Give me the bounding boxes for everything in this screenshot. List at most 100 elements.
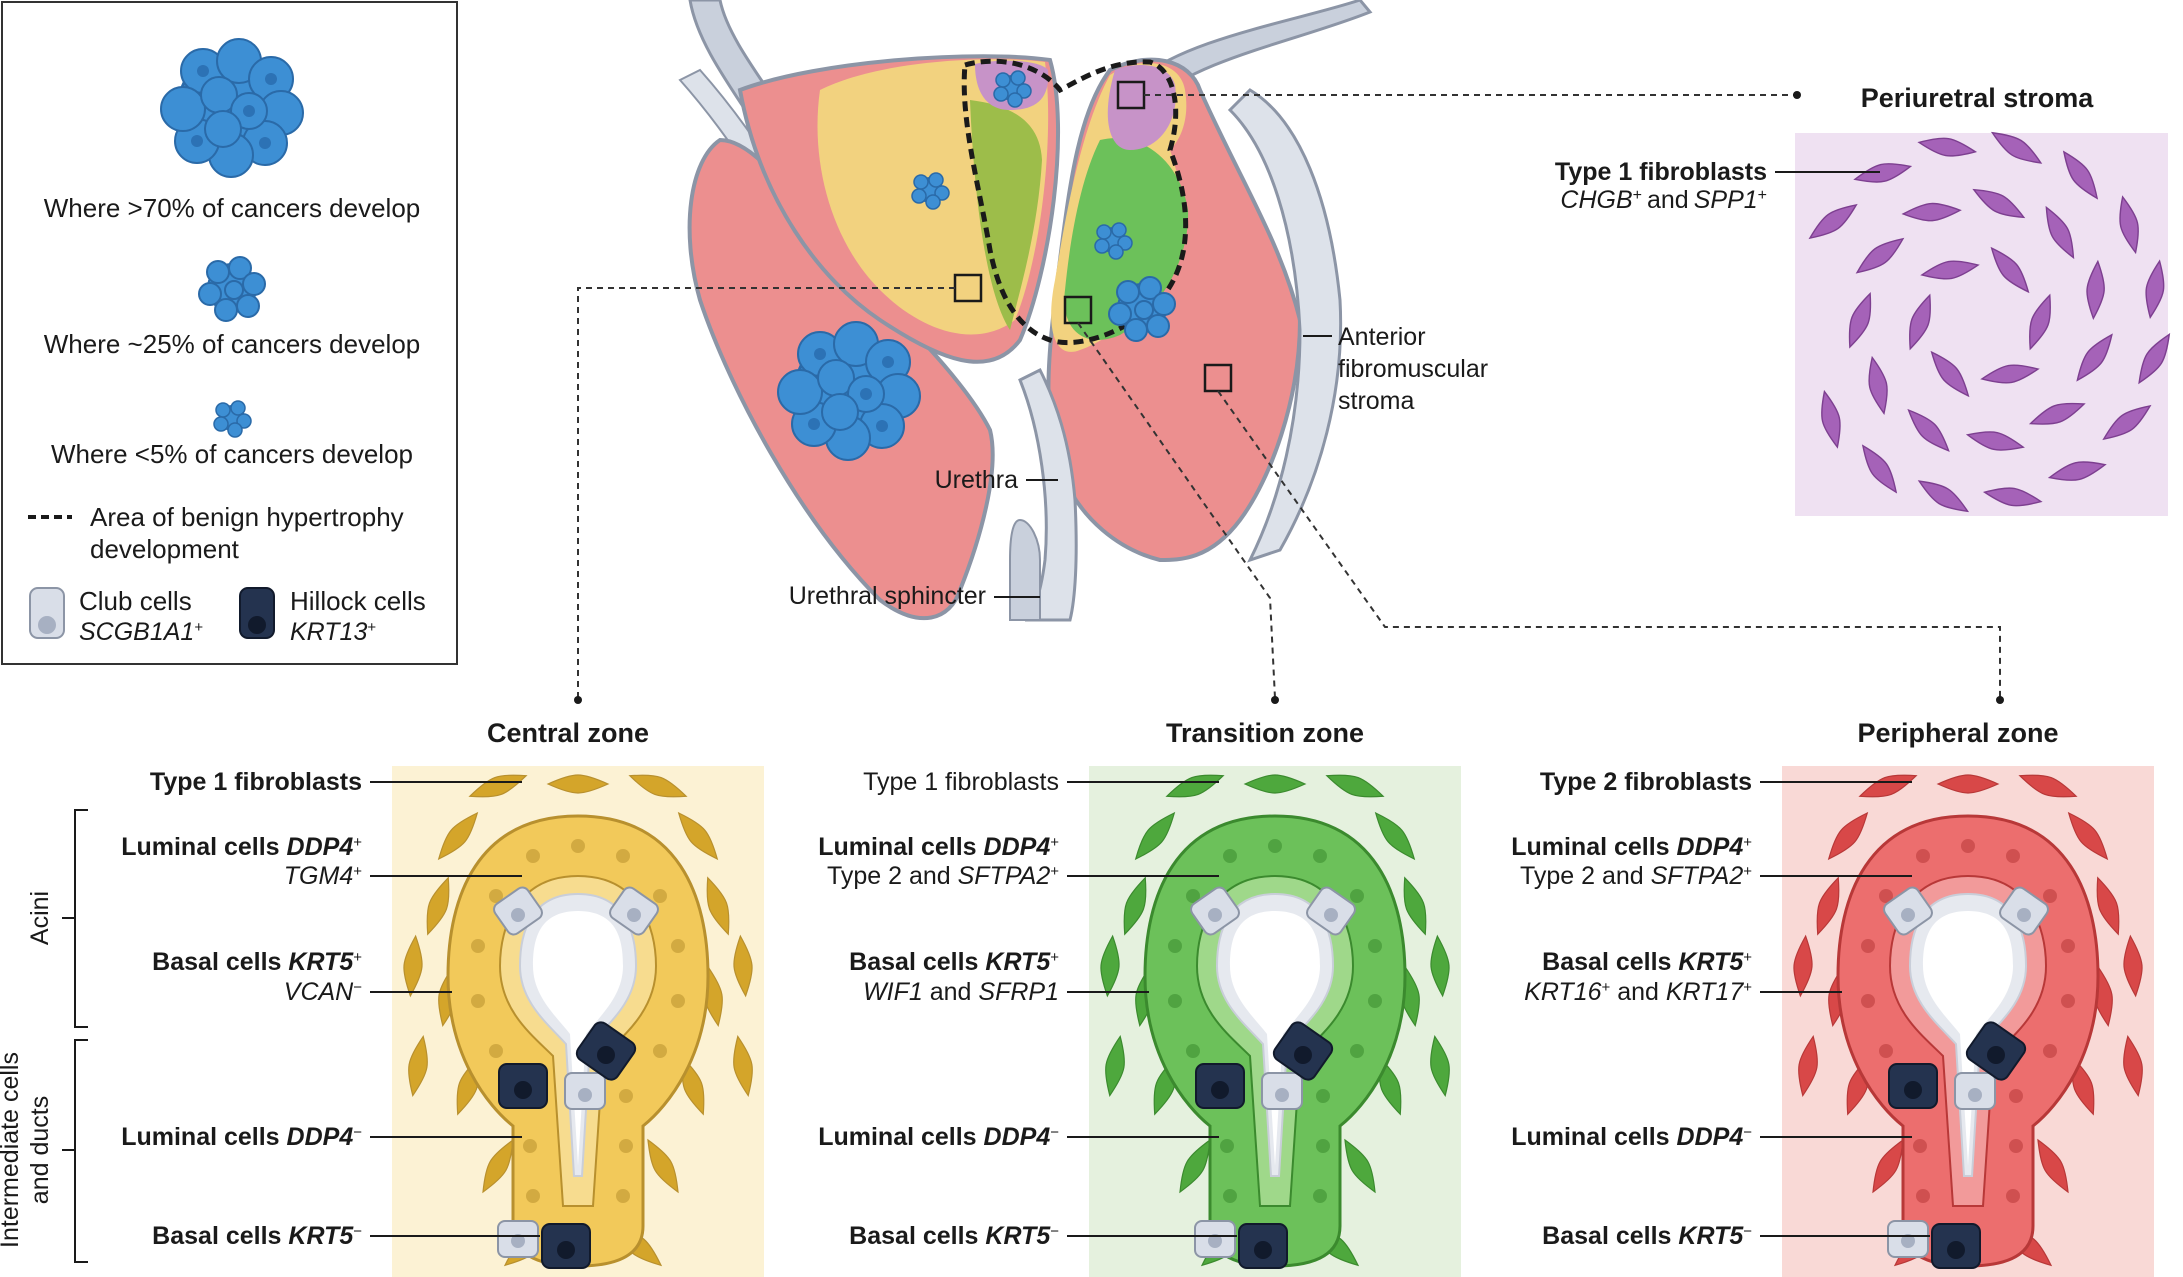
zone-label-6-part-1	[1671, 1222, 1678, 1250]
nucleus	[1313, 849, 1327, 863]
bph-outline	[961, 58, 1189, 346]
zone-label-3-part-0: Basal cells	[849, 948, 978, 976]
marker-spp1: SPP1	[1694, 186, 1758, 214]
nucleus	[1350, 889, 1364, 903]
nucleus	[616, 849, 630, 863]
zone-label-4-part-3: SFRP1	[978, 978, 1059, 1006]
legend-club-marker-part-0: SCGB1A1	[79, 618, 194, 646]
zone-label-5-part-0: Luminal cells	[818, 1123, 976, 1151]
zone-label-6-part-0: Basal cells	[1542, 1222, 1671, 1250]
legend-club-name: Club cells	[79, 586, 192, 616]
nucleus	[2006, 1189, 2020, 1203]
zone-label-5-part-3: −	[353, 1124, 362, 1141]
zone-label-4-part-1: −	[353, 979, 362, 996]
zone-label-6-part-2: KRT5	[985, 1222, 1051, 1250]
ducts-label-2: and ducts	[26, 1096, 54, 1204]
zone-label-1-part-3: +	[1743, 834, 1752, 851]
zone-label-1-part-0: Luminal cells	[818, 833, 976, 861]
nucleus	[2006, 849, 2020, 863]
nucleus	[523, 1139, 537, 1153]
nucleus	[1168, 994, 1182, 1008]
zone-label-4-part-0: KRT16	[1524, 978, 1601, 1006]
zone-label-6-part-2: KRT5	[1678, 1222, 1744, 1250]
zone-label-1-part-1	[280, 833, 287, 861]
nucleus	[1350, 1044, 1364, 1058]
zone-label-5-part-2: DDP4	[984, 1123, 1051, 1151]
urethral-sphincter	[1009, 518, 1041, 621]
zone-label-0: Type 2 fibroblasts	[1540, 768, 1752, 796]
zone-label-3-part-3: +	[1743, 949, 1752, 966]
zone-label-2-part-2: +	[353, 863, 362, 880]
zone-title-part-0: Transition zone	[1166, 718, 1364, 748]
anterior-label-3: stroma	[1338, 387, 1415, 415]
nucleus	[1316, 1089, 1330, 1103]
sup1: +	[1633, 187, 1642, 204]
sup2: +	[1758, 187, 1767, 204]
zone-label-5-part-1	[1670, 1123, 1677, 1151]
nucleus	[1861, 994, 1875, 1008]
legend-club-name-part-0: Club cells	[79, 586, 192, 616]
acini-label: Acini	[26, 891, 54, 945]
zone-label-5-part-0: Luminal cells	[1511, 1123, 1669, 1151]
legend-hillock-name-part-0: Hillock cells	[290, 586, 426, 616]
nucleus	[1961, 839, 1975, 853]
duct	[400, 766, 758, 1273]
zone-label-3: Basal cells KRT5+	[849, 948, 1059, 976]
zone-label-2: Type 2 and SFTPA2+	[827, 862, 1059, 890]
nucleus	[1316, 1139, 1330, 1153]
legend-gt70: Where >70% of cancers develop	[44, 193, 421, 223]
zone-label-5: Luminal cells DDP4−	[1511, 1123, 1752, 1151]
zone-label-2-part-0: Type 2 and	[827, 862, 958, 890]
zone-label-5: Luminal cells DDP4−	[818, 1123, 1059, 1151]
zone-title-part-0: Peripheral zone	[1857, 718, 2058, 748]
zone-label-6: Basal cells KRT5−	[849, 1222, 1059, 1250]
zone-label-4-part-2: and	[923, 978, 979, 1006]
zone-label-1-part-0: Luminal cells	[121, 833, 279, 861]
zone-title-part-0: Central zone	[487, 718, 649, 748]
zone-label-1-part-1	[977, 833, 984, 861]
zone-label-3: Basal cells KRT5+	[1542, 948, 1752, 976]
urethra-label: Urethra	[935, 466, 1018, 494]
zone-label-6-part-3: −	[1743, 1223, 1752, 1240]
legend-hillock-marker-part-1: +	[367, 619, 376, 636]
nucleus	[616, 1189, 630, 1203]
duct	[1097, 766, 1455, 1273]
legend-approx25: Where ~25% of cancers develop	[44, 329, 421, 359]
zone-label-1-part-2: DDP4	[287, 833, 354, 861]
nucleus	[1879, 1044, 1893, 1058]
periurethral-title: Periuretral stroma	[1861, 83, 2095, 113]
zone-label-3-part-0: Basal cells	[1542, 948, 1671, 976]
zone-label-1-part-3: +	[1050, 834, 1059, 851]
urethra	[1018, 367, 1078, 622]
zone-label-2-part-1: TGM4	[284, 862, 353, 890]
nucleus	[1220, 1139, 1234, 1153]
zone-label-5-part-1	[280, 1123, 287, 1151]
nucleus	[1186, 1044, 1200, 1058]
zone-label-6-part-3: −	[1050, 1223, 1059, 1240]
zone-label-6-part-2: KRT5	[288, 1222, 354, 1250]
legend-hillock-name: Hillock cells	[290, 586, 426, 616]
nucleus	[671, 994, 685, 1008]
prostate-anatomy: Anterior fibromuscular stroma Urethra Ur…	[678, 0, 1488, 622]
legend-lt5: Where <5% of cancers develop	[51, 439, 413, 469]
nucleus	[653, 889, 667, 903]
legend-bph-2-part-0: development	[90, 534, 240, 564]
legend-club-marker: SCGB1A1+	[79, 618, 203, 646]
zone-label-4-part-1: +	[1602, 979, 1611, 996]
nucleus	[471, 939, 485, 953]
nucleus	[1223, 849, 1237, 863]
and-word: and	[1647, 186, 1689, 214]
nucleus	[2009, 1089, 2023, 1103]
zone-label-1-part-0: Luminal cells	[1511, 833, 1669, 861]
zone-label-3-part-3: +	[1050, 949, 1059, 966]
zone-label-2: TGM4+	[284, 862, 362, 890]
zone-label-2-part-1: SFTPA2	[1651, 862, 1744, 890]
marker-chgb: CHGB	[1560, 186, 1632, 214]
zone-label-4-part-3: KRT17	[1666, 978, 1744, 1006]
nucleus	[526, 1189, 540, 1203]
zone-label-3-part-3: +	[353, 949, 362, 966]
zone-label-3-part-2: KRT5	[288, 948, 354, 976]
legend-hillock-marker-part-0: KRT13	[290, 618, 367, 646]
nucleus	[471, 994, 485, 1008]
zone-label-4: VCAN−	[284, 978, 362, 1006]
